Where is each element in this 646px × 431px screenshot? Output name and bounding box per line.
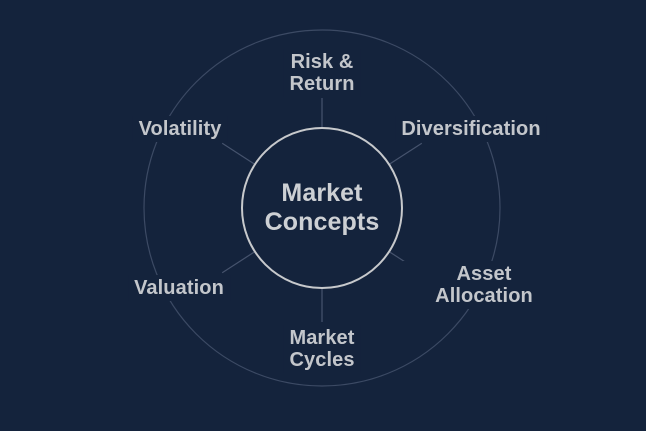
outer-ring [143, 29, 501, 387]
node-label-asset-allocation: Asset Allocation [403, 261, 565, 309]
node-label-market-cycles: Market Cycles [283, 325, 361, 373]
spoke-lower-left [221, 251, 256, 274]
center-circle [241, 127, 403, 289]
node-label-risk-return: Risk & Return [283, 49, 361, 97]
center-label: Market Concepts [264, 179, 380, 236]
spoke-upper-right [388, 142, 423, 165]
spoke-upper-left [221, 142, 256, 165]
node-label-valuation: Valuation [128, 275, 230, 301]
node-label-volatility: Volatility [132, 116, 228, 142]
node-label-diversification: Diversification [395, 116, 547, 142]
